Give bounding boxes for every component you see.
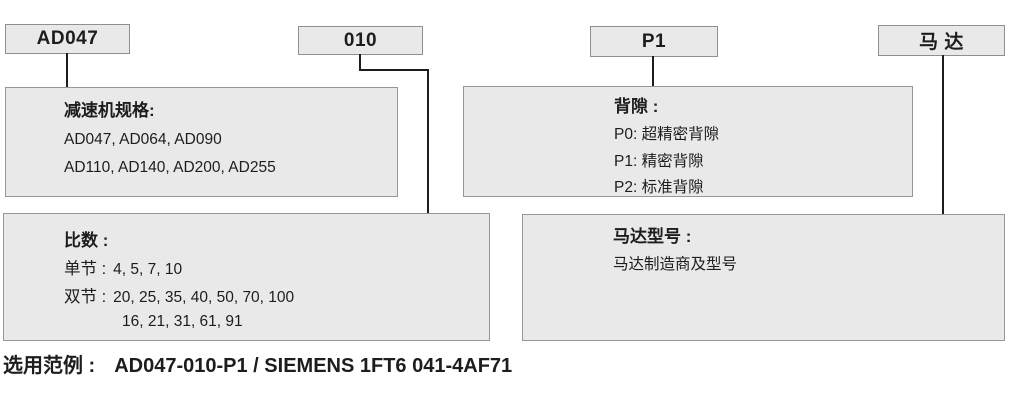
connector-ratio-horizontal [359, 69, 429, 71]
example-label: 选用范例 : [3, 355, 96, 377]
backlash-line-p2: P2: 标准背隙 [614, 179, 704, 196]
ratio-single-stage-values: 4, 5, 7, 10 [113, 261, 183, 278]
backlash-title: 背隙 : [614, 97, 659, 116]
example-value: AD047-010-P1 / SIEMENS 1FT6 041-4AF71 [114, 355, 513, 377]
code-box-backlash: P1 [590, 26, 718, 57]
connector-series-vertical [66, 53, 68, 88]
ratio-box: 比数 : 单节 : 4, 5, 7, 10 双节 : 20, 25, 35, 40,… [3, 213, 490, 341]
ratio-single-stage-label: 单节 : [64, 260, 107, 278]
connector-backlash-vertical [652, 56, 654, 87]
ratio-double-stage-values-cont: 16, 21, 31, 61, 91 [122, 313, 243, 330]
backlash-line-p1: P1: 精密背隙 [614, 152, 704, 170]
example-line: 选用范例 : AD047-010-P1 / SIEMENS 1FT6 041-4… [3, 349, 512, 378]
code-box-ratio: 010 [298, 26, 423, 55]
ratio-title: 比数 : [64, 231, 109, 250]
motor-line-1: 马达制造商及型号 [613, 256, 738, 273]
connector-motor-vertical [942, 55, 944, 215]
spec-title: 减速机规格: [64, 101, 155, 120]
ratio-double-stage-label: 双节 : [64, 287, 107, 306]
backlash-box: 背隙 : P0: 超精密背隙 P1: 精密背隙 P2: 标准背隙 [463, 86, 913, 197]
code-box-series: AD047 [5, 24, 130, 54]
ratio-double-stage-values: 20, 25, 35, 40, 50, 70, 100 [113, 288, 295, 306]
spec-line-1: AD047, AD064, AD090 [64, 131, 222, 148]
connector-ratio-vertical-top [359, 54, 361, 71]
backlash-line-p0: P0: 超精密背隙 [614, 126, 720, 143]
motor-title: 马达型号 : [613, 227, 692, 246]
connector-ratio-vertical-bottom [427, 69, 429, 214]
motor-box: 马达型号 : 马达制造商及型号 [522, 214, 1005, 341]
spec-line-2: AD110, AD140, AD200, AD255 [64, 158, 276, 176]
spec-box: 减速机规格: AD047, AD064, AD090 AD110, AD140,… [5, 87, 398, 197]
ratio-single-stage-row: 单节 : 4, 5, 7, 10 [64, 256, 489, 284]
ratio-double-stage-row: 双节 : 20, 25, 35, 40, 50, 70, 100 [64, 284, 489, 312]
code-box-motor: 马 达 [878, 25, 1005, 56]
